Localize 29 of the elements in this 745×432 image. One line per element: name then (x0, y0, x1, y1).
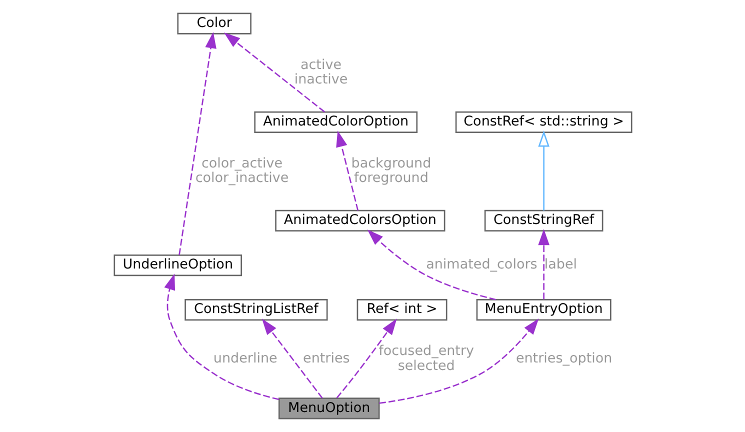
arrow (378, 318, 538, 404)
edge-label: entries_option (515, 350, 612, 367)
arrow (336, 318, 396, 398)
node-box: MenuOption (278, 398, 380, 420)
node-box: UnderlineOption (113, 254, 242, 276)
node-box: AnimatedColorOption (254, 111, 418, 133)
arrow (164, 274, 279, 400)
edge-label: label (544, 256, 577, 273)
node-box: ConstStringRef (484, 210, 603, 232)
node-box: Color (176, 12, 251, 34)
edge-label: active inactive (294, 56, 348, 88)
node-box: ConstRef< std::string > (454, 111, 632, 133)
arrow (538, 228, 549, 300)
arrow (261, 318, 322, 399)
edge-label: background foreground (350, 155, 431, 186)
node-box: AnimatedColorsOption (274, 210, 445, 232)
edge-label: entries (302, 350, 350, 367)
arrow (223, 32, 325, 112)
edge-label: underline (212, 350, 277, 367)
arrow (366, 230, 496, 300)
arrow (178, 32, 216, 255)
node-box: ConstStringListRef (184, 299, 328, 321)
node-box: Ref< int > (356, 299, 447, 321)
edge-label: color_active color_inactive (194, 155, 288, 186)
node-box: MenuEntryOption (476, 299, 611, 321)
arrow (538, 130, 549, 211)
arrow (336, 130, 358, 211)
edge-label: animated_colors (426, 256, 537, 273)
edge-label: focused_entry selected (378, 343, 474, 374)
